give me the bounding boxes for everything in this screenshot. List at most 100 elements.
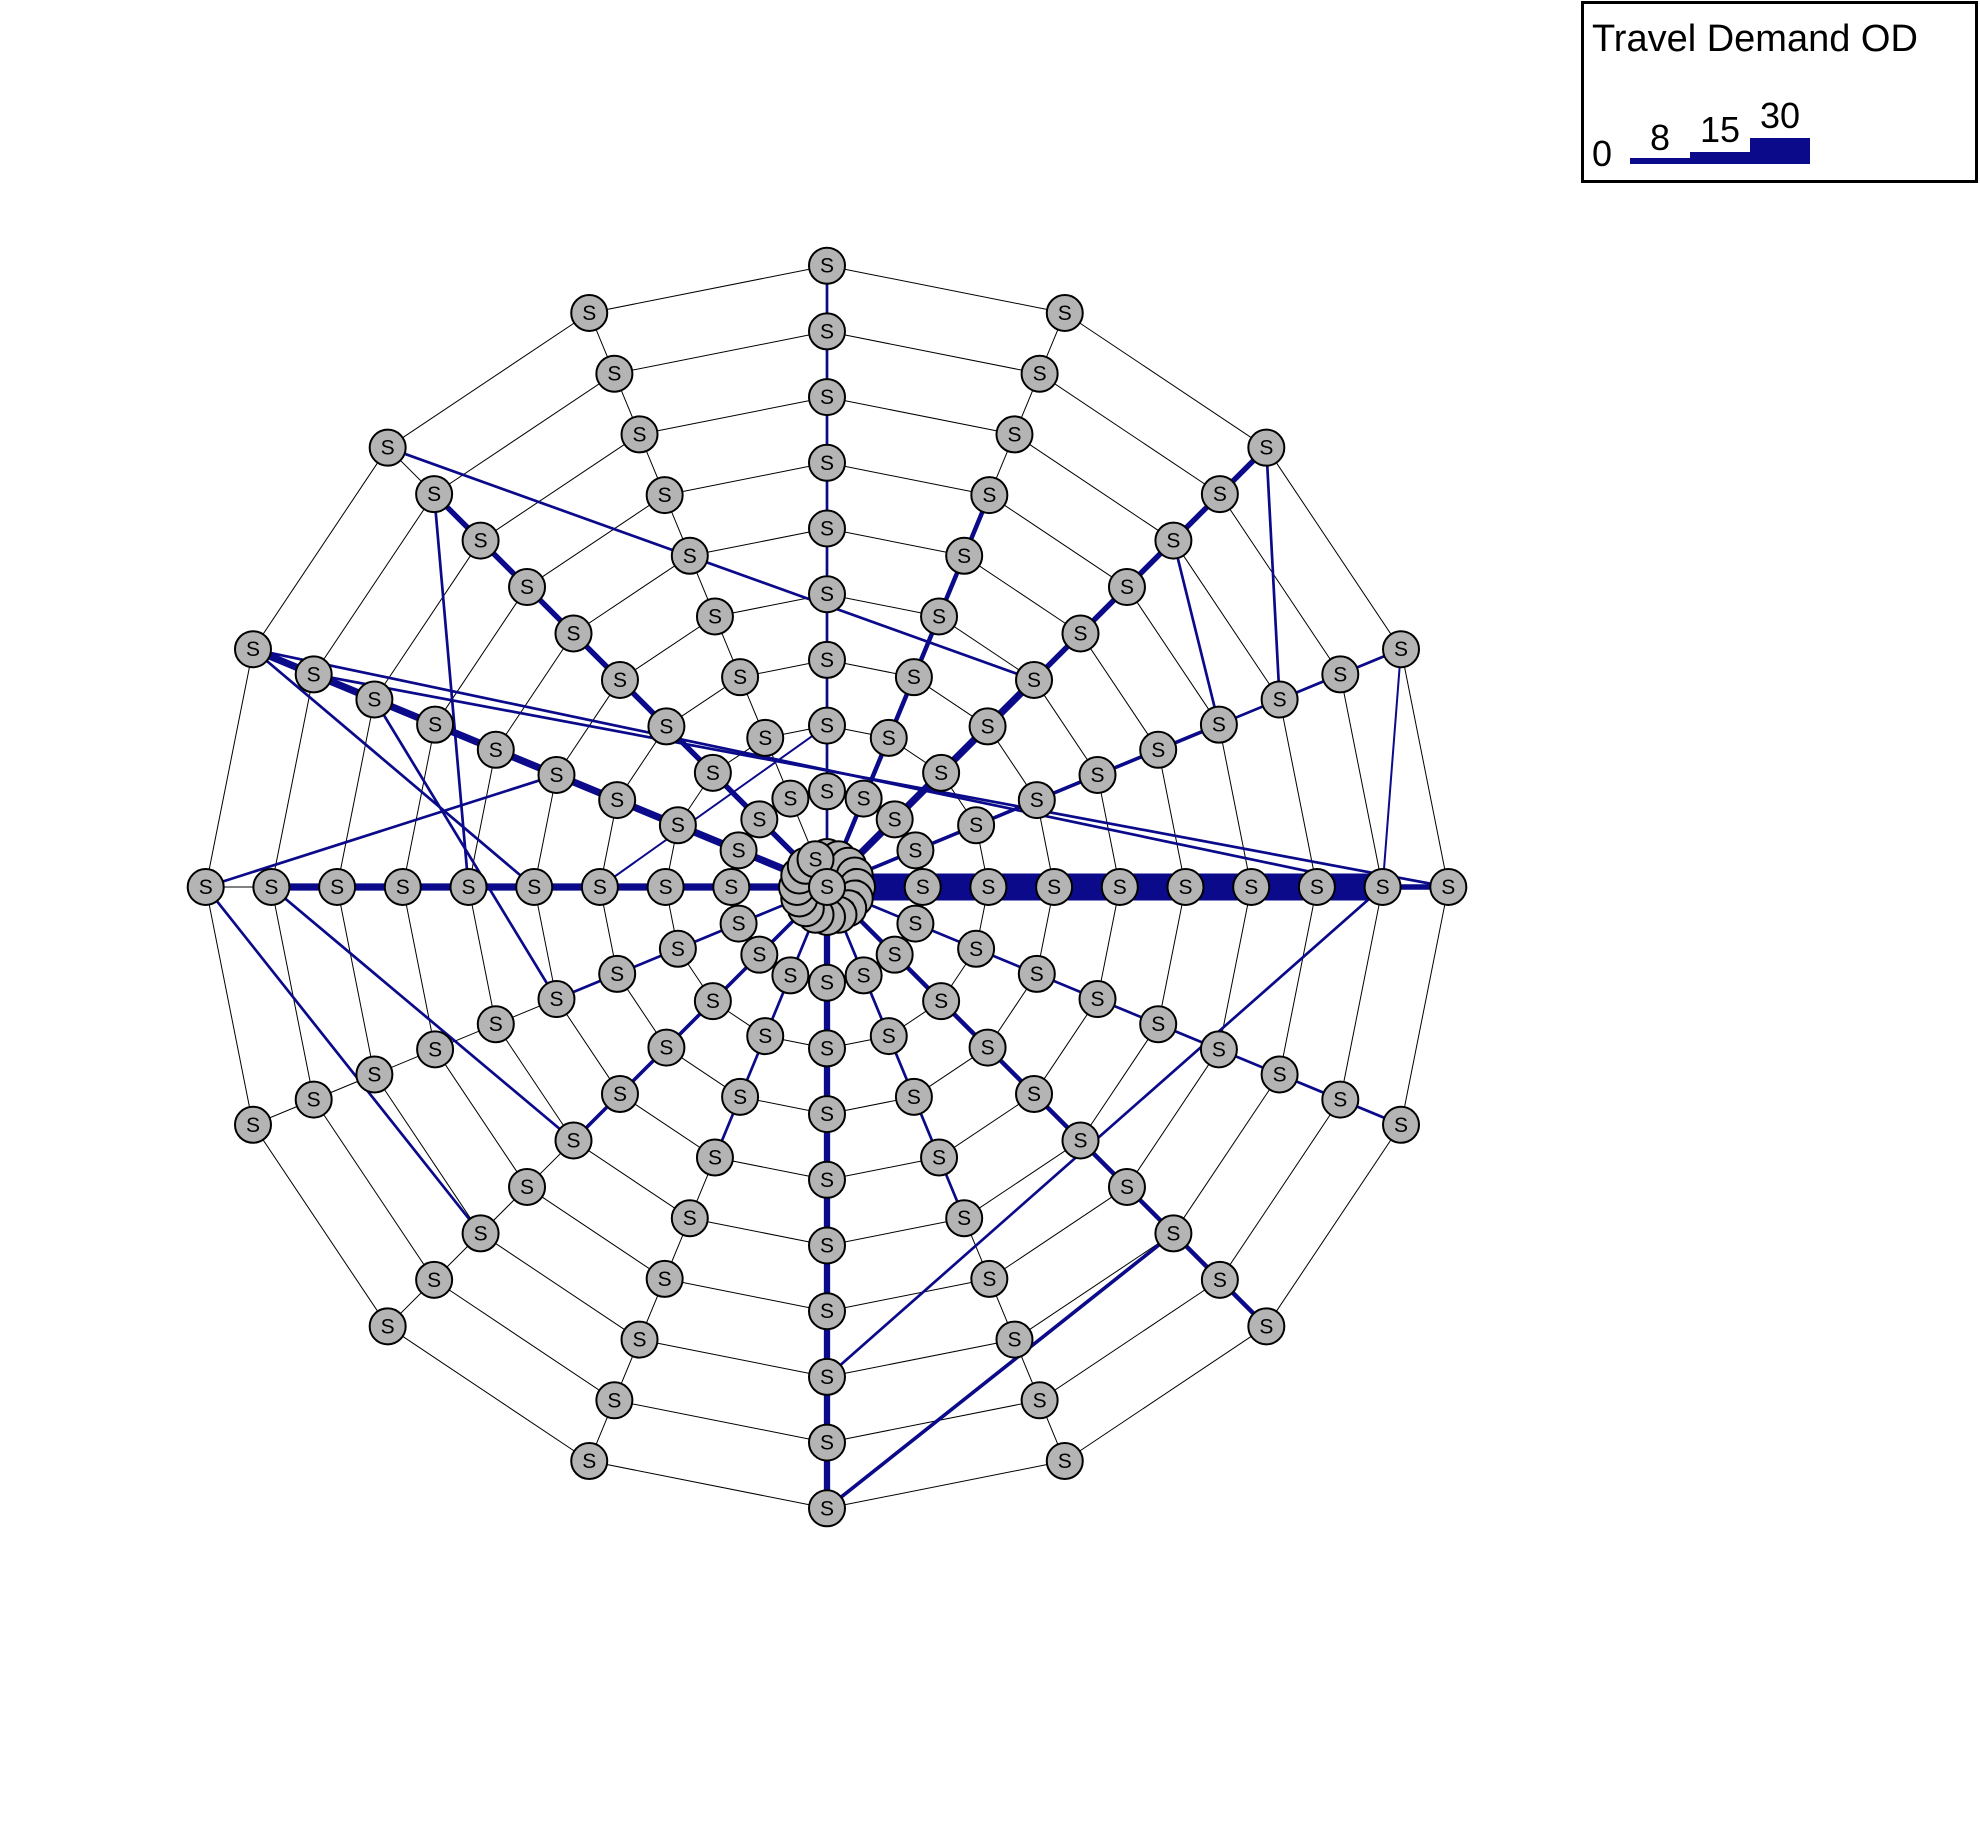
node-circle — [1017, 781, 1056, 820]
node: S — [1078, 980, 1117, 1019]
node-circle — [808, 1160, 846, 1199]
node: S — [808, 246, 846, 285]
node: S — [658, 806, 697, 845]
node-circle — [903, 868, 942, 906]
node-circle — [894, 1077, 933, 1116]
ring-link — [313, 1099, 435, 1281]
node-label: S — [820, 1169, 834, 1192]
node-circle — [746, 718, 785, 757]
node-circle — [808, 1423, 846, 1462]
ring-link — [1033, 998, 1099, 1095]
node: S — [1017, 781, 1056, 820]
node-label: S — [820, 1037, 834, 1060]
node: S — [808, 378, 846, 417]
ring-link — [533, 886, 557, 1000]
node: S — [461, 1214, 500, 1253]
node-circle — [233, 1105, 272, 1144]
node: S — [318, 868, 357, 906]
node-label: S — [706, 990, 720, 1013]
ring-link — [639, 396, 828, 435]
node-circle — [415, 475, 454, 514]
node: S — [415, 1260, 454, 1299]
ring-link — [336, 886, 375, 1075]
node: S — [1260, 680, 1299, 719]
node: S — [808, 1226, 846, 1265]
node-circle — [1061, 614, 1100, 653]
node-circle — [645, 1259, 684, 1298]
node: S — [595, 354, 634, 393]
demand-flow — [598, 724, 828, 888]
ring-link — [1218, 886, 1252, 1050]
node-circle — [1321, 1080, 1360, 1119]
node-circle — [554, 1121, 593, 1160]
node-circle — [537, 980, 576, 1019]
node-circle — [318, 868, 357, 906]
node-circle — [1045, 293, 1084, 332]
node-circle — [970, 1259, 1009, 1298]
node-label: S — [246, 1114, 260, 1137]
node-circle — [808, 868, 846, 906]
ring-link — [1039, 373, 1221, 495]
node: S — [598, 954, 637, 993]
node: S — [808, 1292, 846, 1331]
node: S — [1247, 1307, 1286, 1346]
node-circle — [570, 293, 609, 332]
node: S — [740, 935, 779, 974]
node-circle — [1107, 1167, 1146, 1206]
node-label: S — [1394, 1114, 1408, 1137]
node: S — [595, 1381, 634, 1420]
ring-link — [434, 1048, 528, 1188]
node-label: S — [474, 1222, 488, 1245]
node: S — [1035, 868, 1074, 906]
node: S — [1382, 1105, 1421, 1144]
node: S — [1061, 1121, 1100, 1160]
node: S — [647, 707, 686, 746]
node: S — [903, 868, 942, 906]
node: S — [1015, 1075, 1054, 1114]
ring-link — [402, 724, 436, 888]
node-circle — [808, 1357, 846, 1396]
legend-bar-15 — [1690, 152, 1750, 164]
node: S — [957, 929, 996, 968]
ring-link — [826, 1157, 940, 1181]
node: S — [355, 680, 394, 719]
node-label: S — [934, 990, 948, 1013]
node-circle — [740, 800, 779, 839]
ring-link — [433, 1279, 615, 1401]
ring-link — [526, 494, 666, 588]
demand-flow — [825, 1231, 1176, 1511]
node: S — [746, 718, 785, 757]
node-label: S — [1151, 1013, 1165, 1036]
node: S — [461, 521, 500, 560]
node: S — [920, 1138, 959, 1177]
node-label: S — [908, 839, 922, 862]
node: S — [416, 705, 455, 744]
node-label: S — [981, 715, 995, 738]
node: S — [808, 509, 846, 548]
node-label: S — [957, 1207, 971, 1230]
node: S — [896, 904, 935, 943]
node: S — [808, 706, 846, 745]
node-circle — [645, 476, 684, 515]
ring-link — [826, 1460, 1066, 1509]
node: S — [570, 1442, 609, 1481]
node: S — [844, 779, 883, 818]
node-label: S — [981, 876, 995, 899]
ring-link — [373, 540, 482, 701]
node-label: S — [982, 1268, 996, 1291]
node-label: S — [1007, 1329, 1021, 1352]
node-label: S — [820, 1103, 834, 1126]
legend-scale: 0 8 15 30 — [1592, 95, 1810, 174]
node: S — [1199, 1030, 1238, 1069]
node: S — [600, 660, 639, 699]
node: S — [1017, 954, 1056, 993]
node-circle — [869, 1017, 908, 1056]
node-label: S — [582, 1450, 596, 1473]
node: S — [995, 1320, 1034, 1359]
node-circle — [869, 718, 908, 757]
node-label: S — [246, 638, 260, 661]
node-circle — [368, 428, 407, 467]
node-label: S — [1244, 876, 1258, 899]
node: S — [896, 831, 935, 870]
